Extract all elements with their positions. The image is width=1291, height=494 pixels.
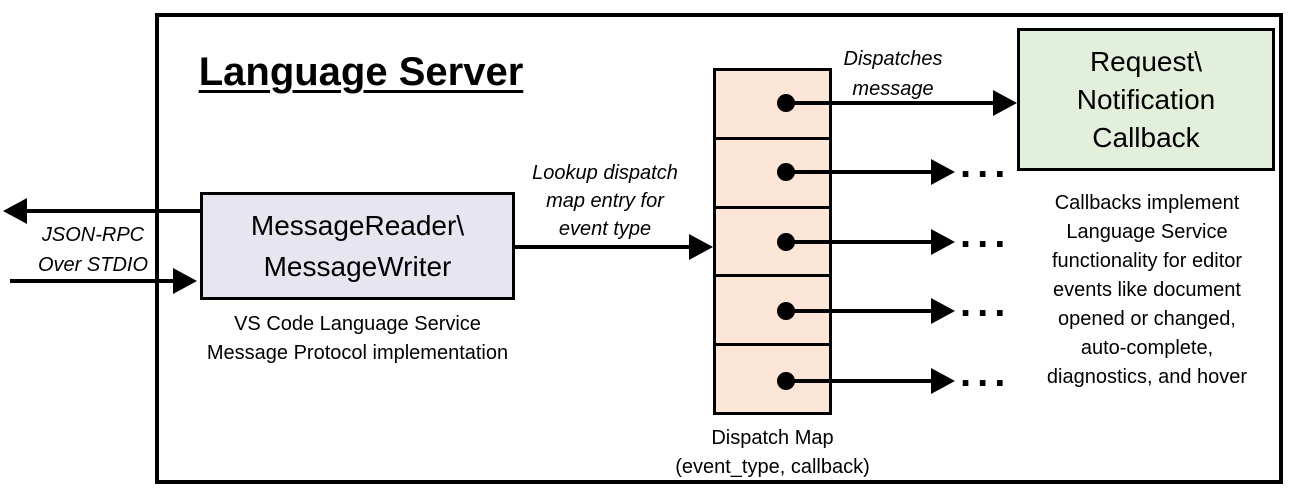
message-reader-writer-line2: MessageWriter bbox=[263, 251, 452, 282]
dispatch-map-cell-1 bbox=[716, 71, 829, 140]
message-reader-writer-box: MessageReader\ MessageWriter bbox=[200, 192, 515, 300]
dispatch-map bbox=[713, 68, 832, 415]
more-callbacks-ellipsis-2: ... bbox=[960, 212, 1012, 256]
message-box-caption-line2: Message Protocol implementation bbox=[206, 342, 509, 364]
callback-box-line1: Request\ bbox=[1089, 45, 1203, 77]
json-rpc-stdio-label-line1: JSON-RPC bbox=[41, 224, 145, 246]
more-callbacks-ellipsis-3: ... bbox=[960, 281, 1012, 325]
dispatch-map-cell-2 bbox=[716, 139, 829, 209]
dispatch-map-caption-line1: Dispatch Map bbox=[711, 427, 834, 449]
dispatches-message-label: Dispatches message bbox=[818, 44, 968, 104]
message-box-caption-line1: VS Code Language Service bbox=[234, 313, 481, 335]
dispatches-message-label-line2: message bbox=[852, 78, 934, 100]
callbacks-note-line1: Callbacks implement bbox=[1054, 192, 1240, 214]
lookup-dispatch-label: Lookup dispatch map entry for event type bbox=[510, 159, 700, 243]
dispatch-map-cell-3 bbox=[716, 208, 829, 278]
dispatch-map-caption-line2: (event_type, callback) bbox=[675, 456, 870, 478]
dispatch-map-cell-5 bbox=[716, 346, 829, 412]
lookup-dispatch-label-line3: event type bbox=[558, 218, 652, 240]
diagram-title: Language Server bbox=[198, 50, 524, 94]
callbacks-note-line6: auto-complete, bbox=[1080, 337, 1214, 359]
dispatches-message-label-line1: Dispatches bbox=[843, 48, 943, 70]
callbacks-note: Callbacks implement Language Service fun… bbox=[1008, 189, 1286, 392]
dispatch-map-caption: Dispatch Map (event_type, callback) bbox=[652, 424, 893, 482]
more-callbacks-ellipsis-4: ... bbox=[960, 351, 1012, 395]
language-server-boundary bbox=[155, 13, 1283, 484]
message-reader-writer-line1: MessageReader\ bbox=[250, 210, 465, 241]
callback-box-line2: Notification bbox=[1076, 83, 1216, 115]
json-rpc-stdio-label-line2: Over STDIO bbox=[37, 254, 148, 276]
callbacks-note-line4: events like document bbox=[1053, 279, 1241, 301]
dispatch-map-cell-4 bbox=[716, 277, 829, 347]
request-notification-callback-box: Request\ Notification Callback bbox=[1017, 28, 1275, 171]
lookup-dispatch-label-line2: map entry for bbox=[546, 190, 664, 212]
more-callbacks-ellipsis-1: ... bbox=[960, 142, 1012, 186]
callback-box-line3: Callback bbox=[1092, 121, 1200, 153]
callbacks-note-line7: diagnostics, and hover bbox=[1046, 366, 1248, 388]
json-rpc-stdio-label: JSON-RPC Over STDIO bbox=[17, 220, 169, 280]
callbacks-note-line5: opened or changed, bbox=[1058, 308, 1236, 330]
message-box-caption: VS Code Language Service Message Protoco… bbox=[185, 310, 530, 368]
lookup-dispatch-label-line1: Lookup dispatch bbox=[532, 162, 678, 184]
callbacks-note-line3: functionality for editor bbox=[1051, 250, 1243, 272]
callbacks-note-line2: Language Service bbox=[1066, 221, 1228, 243]
